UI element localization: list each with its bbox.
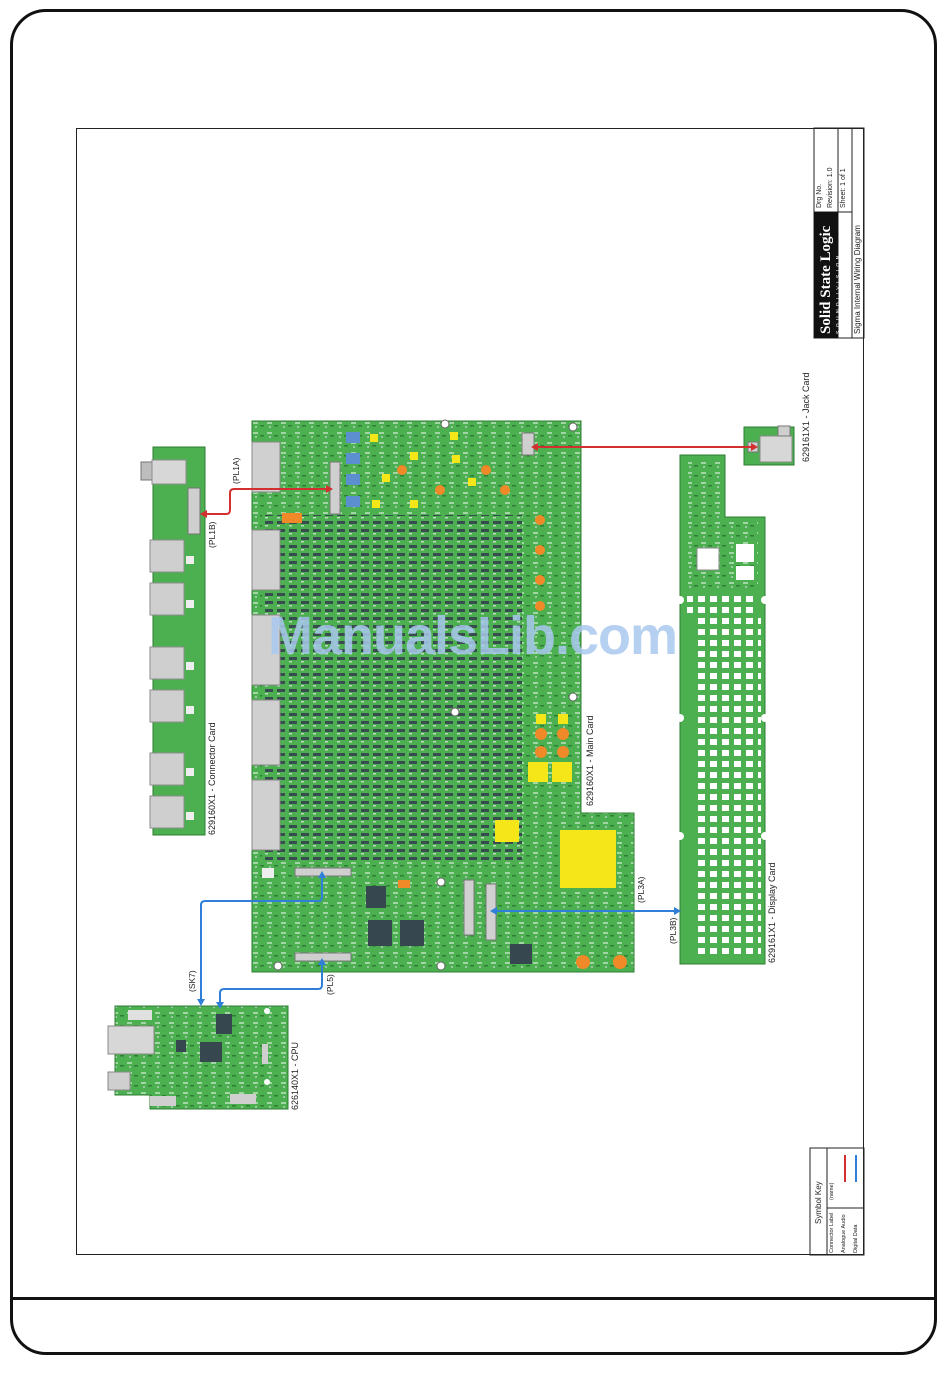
label-main-card: 629160X1 - Main Card — [585, 715, 595, 806]
display-card — [676, 454, 769, 965]
digital-data-arrowheads — [197, 871, 681, 1009]
brand-name: Solid State Logic — [818, 225, 834, 334]
label-connector-card: 629160X1 - Connector Card — [207, 722, 217, 835]
label-cpu: 626140X1 - CPU — [290, 1041, 300, 1110]
cpu-card — [107, 1005, 289, 1110]
key-digital-data: Digital Data — [853, 1224, 859, 1253]
watermark: ManualsLib.com — [268, 606, 678, 666]
label-display-card: 629161X1 - Display Card — [767, 862, 777, 963]
symbol-key-frame — [809, 1147, 865, 1256]
key-connector-label: Connector Label — [829, 1212, 835, 1253]
brand-tagline: S O U N D | | V I S I O N — [836, 254, 842, 334]
analogue-audio-arrowheads — [200, 443, 758, 518]
sheet: Sheet: 1 of 1 — [840, 168, 847, 208]
connector-pl1b: (PL1B) — [207, 521, 217, 548]
connector-pl5: (PL5) — [325, 974, 335, 995]
revision: Revision: 1.0 — [827, 167, 834, 208]
drawing-title: Sigma Internal Wiring Diagram — [853, 225, 862, 334]
symbol-key-title: Symbol Key — [814, 1181, 823, 1224]
footer-rule — [10, 1297, 937, 1300]
connector-pl1a: (PL1A) — [231, 457, 241, 484]
drg-no: Drg No. — [816, 183, 823, 208]
connector-sk7: (SK7) — [187, 970, 197, 992]
key-connector-label-sample: (name) — [829, 1182, 835, 1200]
brand-logo-panel — [814, 212, 838, 338]
analogue-audio-links — [202, 446, 755, 515]
main-card — [251, 419, 635, 973]
connector-card — [140, 446, 206, 836]
connector-pl3b: (PL3B) — [668, 917, 678, 944]
digital-data-links — [200, 874, 678, 1006]
label-jack-card: 629161X1 - Jack Card — [801, 372, 811, 462]
key-analogue-audio: Analogue Audio — [841, 1214, 847, 1253]
connector-pl3a: (PL3A) — [636, 876, 646, 903]
drawing-border — [76, 128, 864, 1255]
